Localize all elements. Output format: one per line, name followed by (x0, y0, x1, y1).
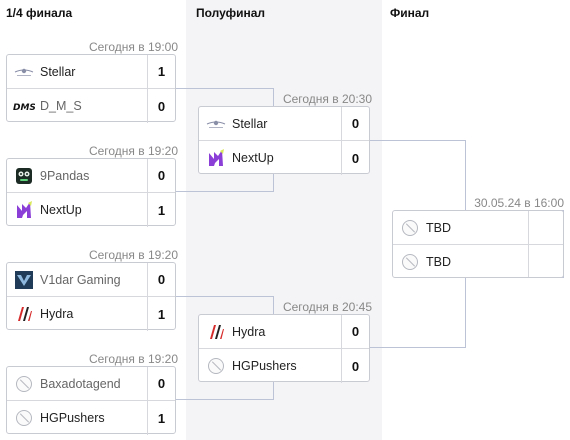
team-row[interactable]: HGPushers 0 (199, 349, 369, 383)
team-score: 1 (147, 401, 175, 435)
team-name: TBD (426, 220, 451, 235)
team-row[interactable]: TBD (393, 245, 563, 279)
team-score: 0 (147, 159, 175, 192)
match-time: Сегодня в 20:30 (282, 92, 372, 106)
tbd-logo-icon (13, 373, 35, 395)
tbd-logo-icon (205, 355, 227, 377)
dms-logo-icon: DMS (13, 95, 35, 117)
stellar-logo-icon (205, 113, 227, 135)
column-title-final: Финал (390, 6, 430, 20)
nextup-logo-icon (13, 199, 35, 221)
match-card-sf2[interactable]: Hydra 0 HGPushers 0 (198, 314, 370, 383)
team-row[interactable]: 9Pandas 0 (7, 159, 175, 193)
team-name: HGPushers (232, 359, 297, 373)
team-score: 0 (341, 107, 369, 140)
team-row[interactable]: Stellar 0 (199, 107, 369, 141)
team-name: Baxadotagend (40, 376, 121, 391)
team-score: 0 (341, 141, 369, 175)
svg-text:DMS: DMS (13, 103, 35, 112)
team-name: Stellar (232, 116, 268, 131)
match-time: Сегодня в 19:00 (88, 40, 178, 54)
match-card-qf1[interactable]: Stellar 1 DMS D_M_S 0 (6, 54, 176, 123)
team-name: NextUp (232, 151, 274, 165)
team-score: 0 (147, 89, 175, 123)
team-name: HGPushers (40, 411, 105, 425)
team-row[interactable]: DMS D_M_S 0 (7, 89, 175, 123)
team-row[interactable]: TBD (393, 211, 563, 245)
team-score: 0 (147, 367, 175, 400)
team-row[interactable]: Hydra 1 (7, 297, 175, 331)
team-name: Stellar (40, 64, 76, 79)
match-time: Сегодня в 19:20 (88, 144, 178, 158)
v1dar-logo-icon (13, 269, 35, 291)
team-name: TBD (426, 255, 451, 269)
team-name: D_M_S (40, 99, 82, 113)
match-time: Сегодня в 19:20 (88, 352, 178, 366)
team-name: Hydra (40, 307, 74, 321)
team-row[interactable]: V1dar Gaming 0 (7, 263, 175, 297)
match-time: 30.05.24 в 16:00 (474, 196, 564, 210)
team-row[interactable]: Hydra 0 (199, 315, 369, 349)
tbd-logo-icon (399, 217, 421, 239)
team-score: 1 (147, 55, 175, 88)
team-score: 0 (341, 315, 369, 348)
match-card-qf4[interactable]: Baxadotagend 0 HGPushers 1 (6, 366, 176, 435)
team-name: 9Pandas (40, 168, 90, 183)
team-score: 1 (147, 193, 175, 227)
team-score: 1 (147, 297, 175, 331)
match-card-qf2[interactable]: 9Pandas 0 NextUp 1 (6, 158, 176, 227)
match-time: Сегодня в 19:20 (88, 248, 178, 262)
match-card-qf3[interactable]: V1dar Gaming 0 Hydra 1 (6, 262, 176, 331)
nextup-logo-icon (205, 147, 227, 169)
tbd-logo-icon (13, 407, 35, 429)
stellar-logo-icon (13, 61, 35, 83)
team-row[interactable]: NextUp 1 (7, 193, 175, 227)
hydra-logo-icon (13, 303, 35, 325)
team-row[interactable]: Stellar 1 (7, 55, 175, 89)
team-row[interactable]: HGPushers 1 (7, 401, 175, 435)
match-card-final[interactable]: TBD TBD (392, 210, 564, 278)
hydra-logo-icon (205, 321, 227, 343)
column-title-semifinal: Полуфинал (196, 6, 266, 20)
team-name: V1dar Gaming (40, 272, 121, 287)
team-row[interactable]: NextUp 0 (199, 141, 369, 175)
9pandas-logo-icon (13, 165, 35, 187)
match-time: Сегодня в 20:45 (282, 300, 372, 314)
team-row[interactable]: Baxadotagend 0 (7, 367, 175, 401)
match-card-sf1[interactable]: Stellar 0 NextUp 0 (198, 106, 370, 175)
team-score: 0 (341, 349, 369, 383)
final-score-divider (528, 211, 529, 277)
team-name: NextUp (40, 203, 82, 217)
tbd-logo-icon (399, 251, 421, 273)
team-name: Hydra (232, 324, 266, 339)
team-score: 0 (147, 263, 175, 296)
column-title-quarterfinal: 1/4 финала (6, 6, 73, 20)
